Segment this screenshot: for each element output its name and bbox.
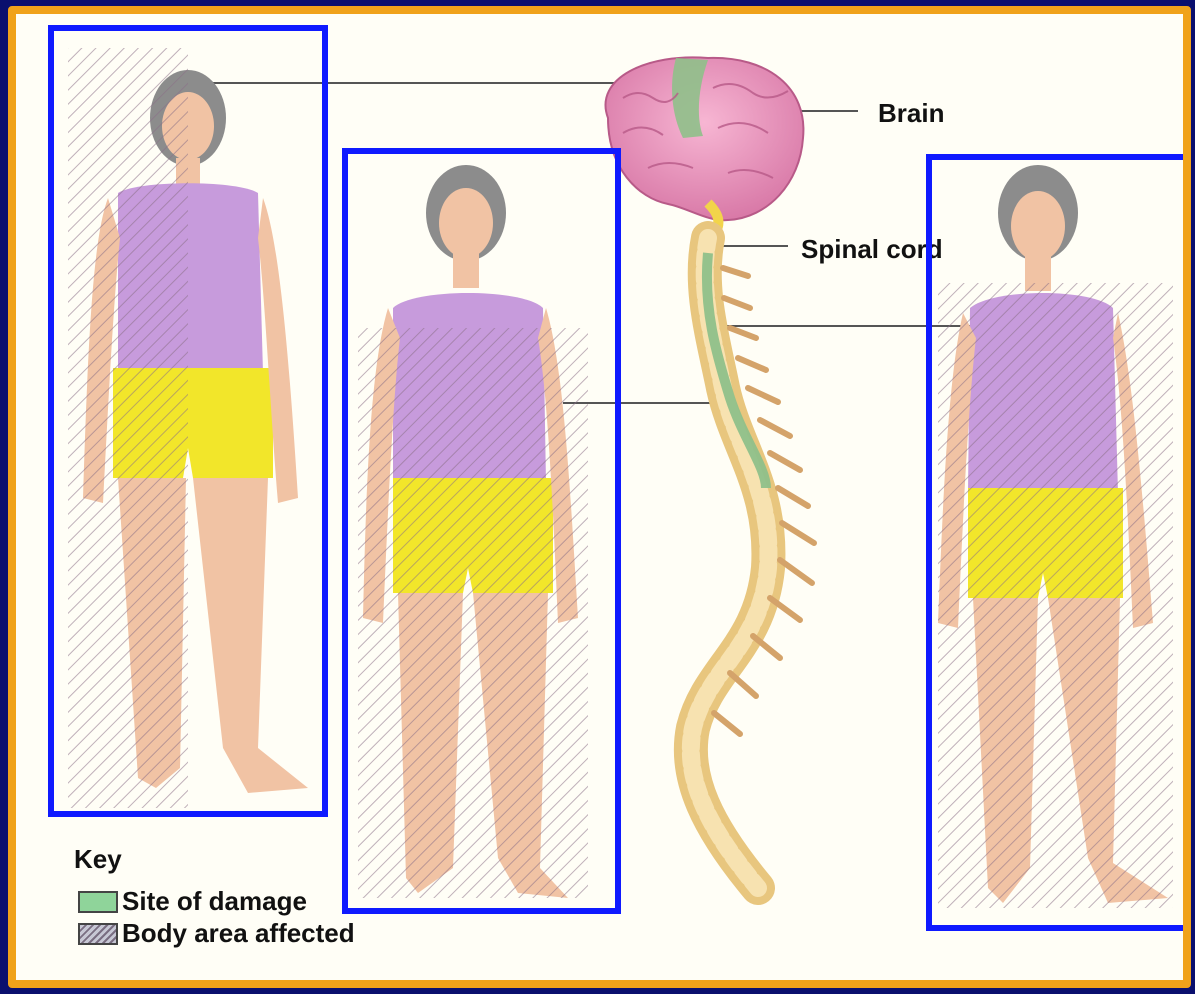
key-item-body-area-affected: Body area affected xyxy=(78,918,355,949)
hatched-swatch-icon xyxy=(78,923,118,945)
highlight-box-left xyxy=(48,25,328,817)
highlight-box-right xyxy=(926,154,1190,931)
spine-illustration xyxy=(691,238,814,888)
key-item-site-of-damage: Site of damage xyxy=(78,886,307,917)
highlight-box-middle xyxy=(342,148,621,914)
key-title: Key xyxy=(74,844,122,875)
key-item-label: Site of damage xyxy=(122,886,307,917)
diagram-frame: Brain Spinal cord Key Site of damage Bod… xyxy=(8,6,1191,988)
brain-label: Brain xyxy=(878,98,944,129)
key-item-label: Body area affected xyxy=(122,918,355,949)
brain-illustration xyxy=(606,57,804,236)
green-swatch-icon xyxy=(78,891,118,913)
spinal-cord-label: Spinal cord xyxy=(801,234,943,265)
